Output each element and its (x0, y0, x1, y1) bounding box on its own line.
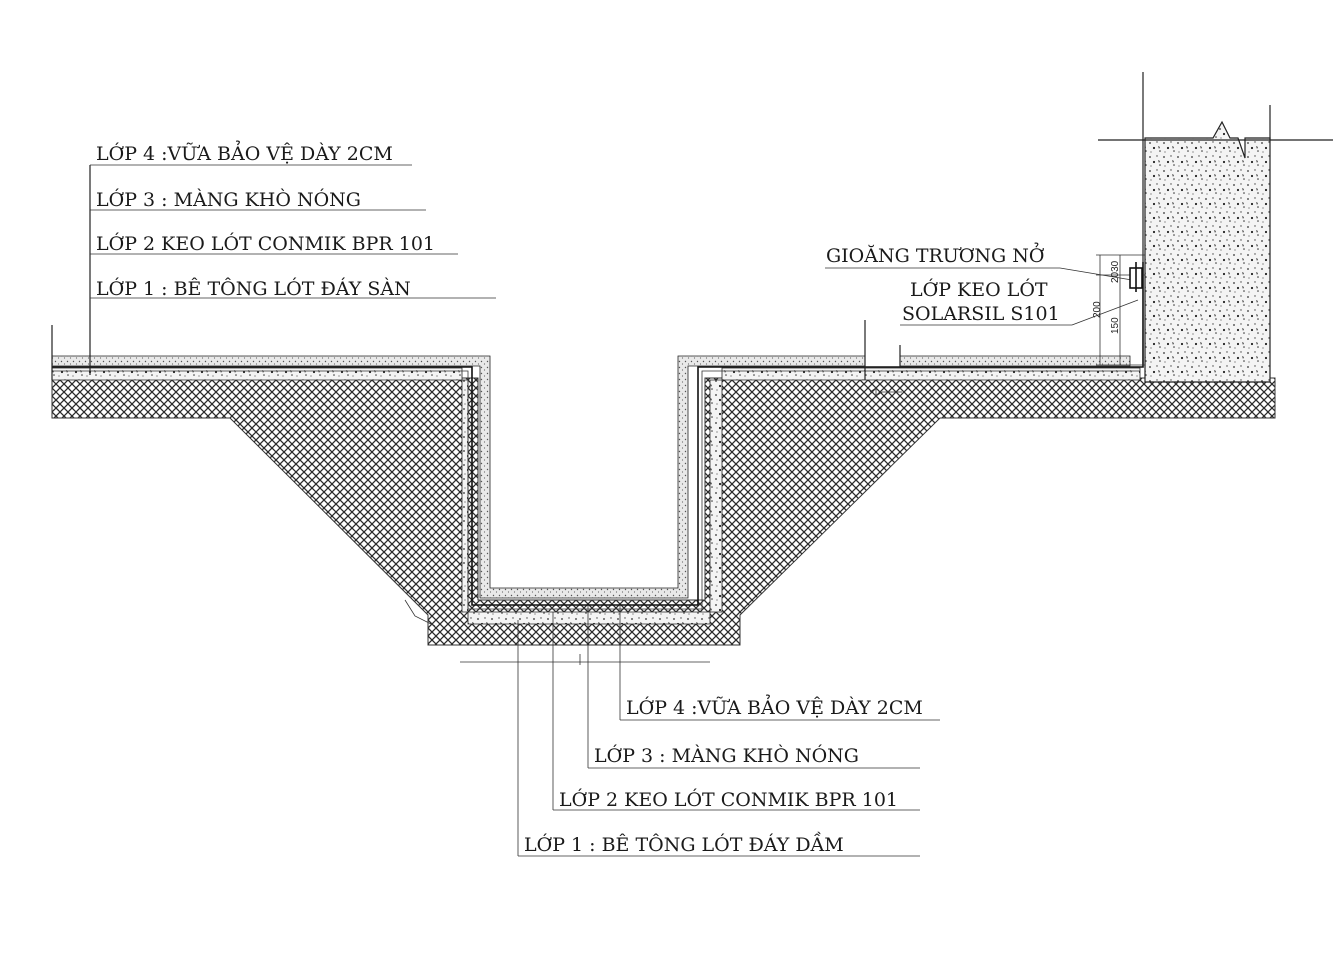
label-top-layer3: LỚP 3 : MÀNG KHÒ NÓNG (96, 188, 361, 211)
mortar-layer (51, 355, 1131, 599)
membrane-layer (52, 262, 1144, 610)
label-primer-line1: LỚP KEO LÓT (910, 278, 1048, 301)
label-gasket: GIOĂNG TRƯƠNG NỞ (826, 242, 1044, 267)
labels-right: GIOĂNG TRƯƠNG NỞ LỚP KEO LÓT SOLARSIL S1… (826, 242, 1060, 325)
dim-150: 150 (1110, 317, 1121, 334)
dim-20-30: 2030 (1110, 260, 1121, 283)
dimension-labels: 200 150 2030 (1092, 260, 1121, 334)
label-bottom-layer4: LỚP 4 :VỮA BẢO VỆ DÀY 2CM (626, 695, 923, 719)
label-bottom-layer1: LỚP 1 : BÊ TÔNG LÓT ĐÁY DẦM (524, 831, 844, 856)
soil-base (51, 377, 1276, 646)
label-bottom-layer2: LỚP 2 KEO LÓT CONMIK BPR 101 (559, 788, 898, 811)
label-top-layer4: LỚP 4 :VỮA BẢO VỆ DÀY 2CM (96, 141, 393, 165)
label-bottom-layer3: LỚP 3 : MÀNG KHÒ NÓNG (594, 744, 859, 767)
label-primer-line2: SOLARSIL S101 (902, 303, 1060, 325)
dim-200: 200 (1092, 301, 1103, 318)
label-top-layer1: LỚP 1 : BÊ TÔNG LÓT ĐÁY SÀN (96, 277, 411, 300)
concrete-wall (1144, 120, 1271, 383)
labels-bottom: LỚP 4 :VỮA BẢO VỆ DÀY 2CM LỚP 3 : MÀNG K… (524, 695, 923, 856)
label-top-layer2: LỚP 2 KEO LÓT CONMIK BPR 101 (96, 232, 435, 255)
outline-lines (51, 72, 1333, 857)
labels-top-left: LỚP 4 :VỮA BẢO VỆ DÀY 2CM LỚP 3 : MÀNG K… (96, 141, 435, 300)
